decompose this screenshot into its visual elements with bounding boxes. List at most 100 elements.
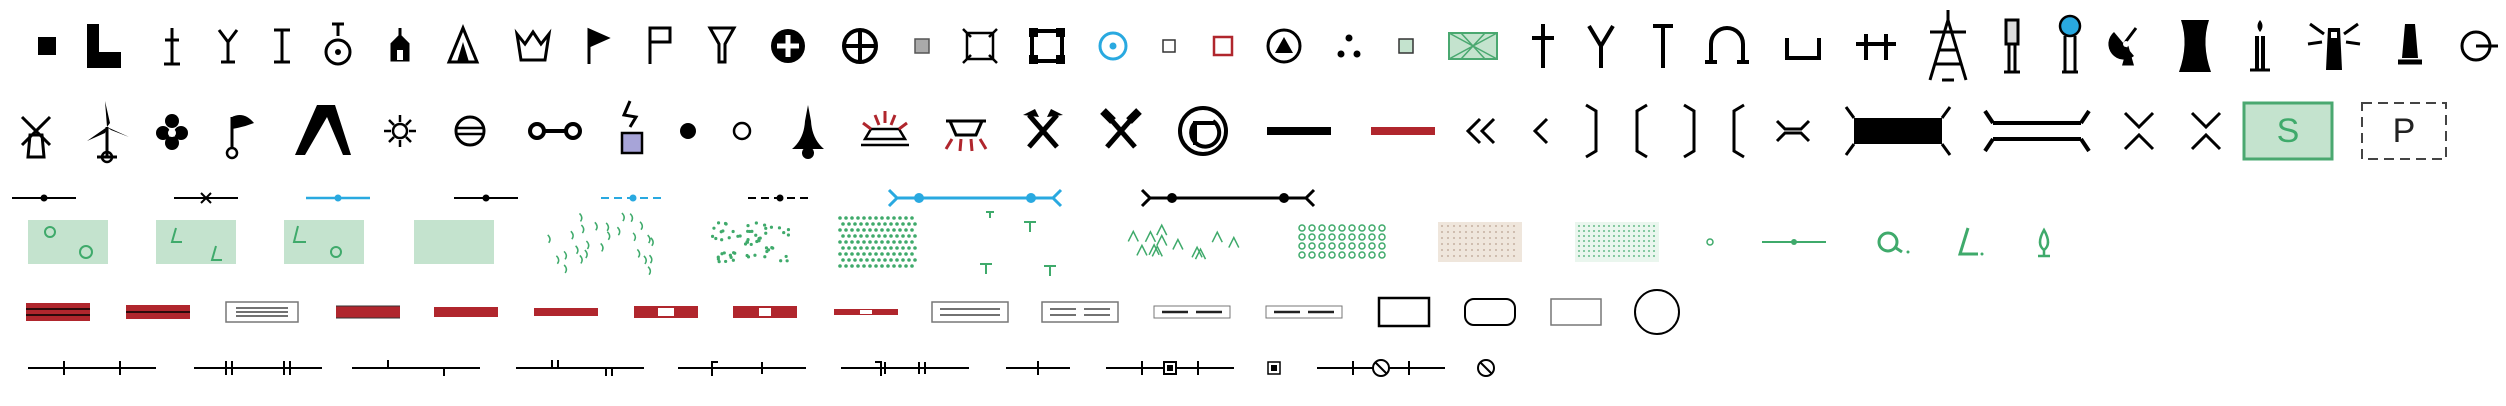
small-box [1267, 361, 1281, 375]
small-grey-square [914, 38, 930, 54]
red-road-bridge [634, 306, 698, 318]
dashed-blue-dot [601, 194, 665, 202]
p-box-label: P [2393, 112, 2416, 150]
grey-monument [2004, 18, 2020, 74]
bracket-left-2 [1732, 103, 1745, 159]
square-point [38, 37, 56, 55]
satellite-dish [2108, 27, 2138, 66]
red-triple-road [26, 303, 90, 321]
single-chevron [1532, 117, 1549, 145]
black-circle [1634, 289, 1680, 335]
rounded-rect [1464, 298, 1516, 326]
wind-turbine [87, 101, 129, 164]
bridge-black [1844, 106, 1952, 156]
red-road-bridge-2 [733, 306, 797, 318]
chevron-up [2190, 111, 2222, 151]
triangle-circle [1266, 28, 1302, 64]
square-x-frame [962, 28, 998, 64]
dot-line-green [1762, 239, 1826, 245]
lavender-lightning [620, 100, 644, 155]
grey-dash-box [1153, 305, 1231, 319]
ramp [295, 105, 351, 155]
red-double-road [126, 305, 190, 319]
rail-gate [841, 361, 969, 376]
funnel [707, 26, 737, 64]
chevron-down [2123, 111, 2155, 151]
legend-row-2 [20, 100, 2447, 164]
blue-beacon [2058, 14, 2082, 74]
red-bar [1371, 127, 1435, 135]
large-cross [1532, 24, 1554, 68]
y-symbol [217, 29, 239, 64]
line-x-black [174, 192, 238, 204]
crossed-circle [1477, 359, 1495, 377]
legend-row-5 [28, 359, 1495, 377]
green-q [1877, 231, 1910, 254]
three-dots [1337, 34, 1361, 58]
grass-tufts [1127, 223, 1240, 260]
small-square-outline [1162, 39, 1176, 53]
rail-mixed [516, 360, 644, 376]
line-dot-black [12, 194, 76, 202]
circle-dash-line [454, 115, 486, 147]
crossed-hammers [1023, 109, 1063, 149]
power-tower [1928, 10, 1968, 82]
blue-target-circle [1098, 31, 1128, 61]
small-green-square [1398, 38, 1414, 54]
lighthouse [2307, 22, 2361, 70]
s-box-label: S [2277, 112, 2300, 150]
green-hatched-box [1448, 32, 1498, 60]
large-t [1653, 24, 1673, 68]
large-y [1587, 24, 1615, 68]
circle-cross-outline [842, 28, 878, 64]
crown [514, 28, 552, 62]
bell-cone [792, 105, 824, 159]
rail-double-ticks [194, 361, 322, 375]
flag [587, 27, 611, 64]
trough [1785, 38, 1821, 60]
link-chain [528, 122, 582, 140]
monument-circle [324, 22, 352, 66]
flag-pole [225, 115, 254, 160]
reed-marsh [547, 212, 654, 276]
bracket-left [1635, 103, 1648, 159]
red-road-3 [534, 308, 598, 316]
green-triangle [1957, 227, 1984, 256]
red-road-2 [434, 307, 498, 317]
bracket-right [1585, 103, 1598, 159]
circled-arrow [1178, 106, 1228, 156]
green-dot-grid [838, 216, 917, 268]
square-frame-bold [1029, 28, 1065, 64]
black-ends [1140, 188, 1316, 208]
chapel [390, 28, 410, 62]
red-road [336, 305, 400, 319]
rail-crossed-circle [1317, 359, 1445, 377]
circle-dash [2460, 30, 2498, 62]
grey-double-box [931, 301, 1009, 323]
flower-cross [156, 114, 188, 150]
grey-rect [1550, 298, 1602, 326]
area-plain [414, 220, 494, 264]
grey-triple-box [225, 301, 299, 323]
double-cross-bar [1856, 34, 1896, 60]
l-shape [87, 24, 121, 68]
small-cross [164, 28, 180, 66]
area-circles [28, 220, 108, 264]
cooling-tower [2179, 20, 2211, 72]
tiny-circle [1706, 238, 1714, 246]
legend-row-4 [26, 289, 1680, 335]
red-glow-lamp [861, 111, 909, 147]
green-circle-grid [1298, 224, 1386, 259]
lamp-rays [944, 119, 988, 152]
area-tree-mix [284, 220, 364, 264]
rail-ticks [28, 361, 156, 375]
green-s-box [2242, 101, 2334, 161]
circle-cross-white [771, 29, 805, 63]
bollard [2398, 24, 2422, 65]
hollow-dot [732, 121, 752, 141]
dot-scatter [710, 221, 791, 264]
tent [446, 24, 480, 64]
dashed-p-box [2361, 102, 2447, 160]
line-dot-blue [306, 194, 370, 202]
legend-row-3 [12, 188, 2050, 276]
